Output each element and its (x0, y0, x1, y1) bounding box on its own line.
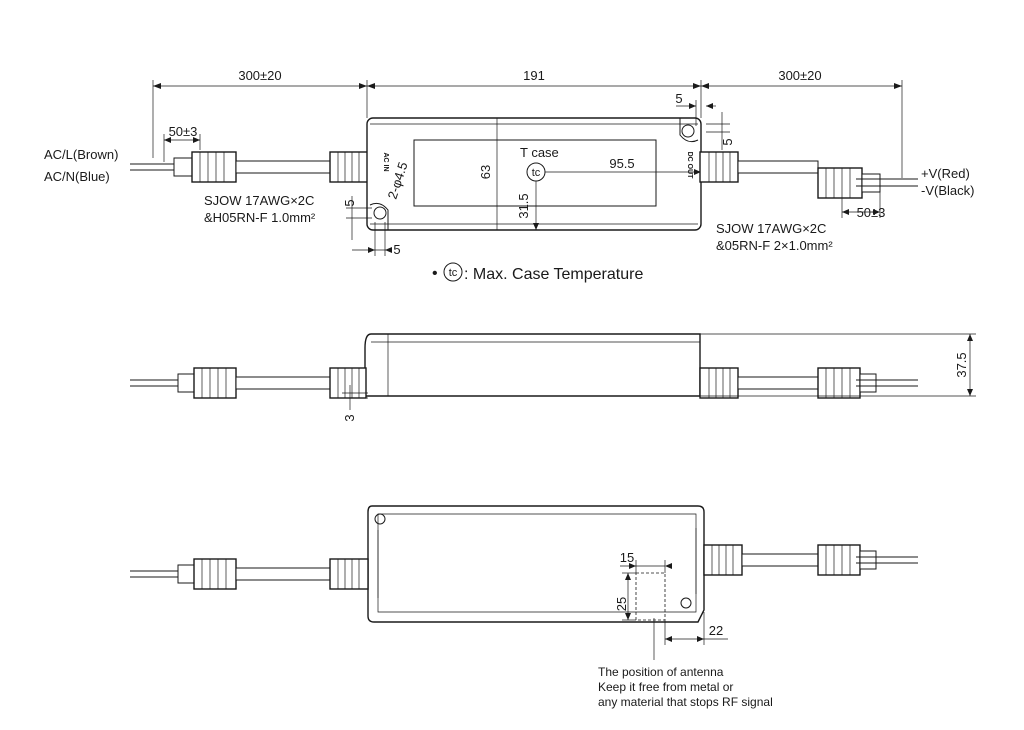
output-wire-1-label: +V(Red) (921, 166, 970, 181)
label-area (413, 139, 657, 207)
dim-hole-top-right-h: 5 (675, 91, 682, 106)
mounting-hole-left (373, 206, 387, 220)
mounting-hole-bottom-left (374, 513, 386, 525)
output-strain-relief (699, 151, 739, 183)
dim-antenna-height: 25 (614, 597, 629, 611)
output-cable (737, 160, 819, 174)
dim-hole-bottom-left-v: 5 (342, 199, 357, 206)
dim-flange: 3 (342, 414, 357, 421)
dim-antenna-offset: 22 (709, 623, 723, 638)
dc-out-mark: DC OUT (686, 152, 693, 180)
dim-left-cable: 300±20 (238, 68, 281, 83)
input-cable (235, 160, 333, 174)
antenna-zone (635, 572, 666, 621)
tcase-label: T case (520, 145, 559, 160)
input-strain-relief (329, 151, 369, 183)
output-cable-spec-2: &05RN-F 2×1.0mm² (716, 238, 833, 253)
input-cable-spec-1: SJOW 17AWG×2C (204, 193, 314, 208)
dim-input-strip: 50±3 (169, 124, 198, 139)
dim-hole-bottom-left-h: 5 (393, 242, 400, 257)
psu-body-bottom (367, 505, 705, 623)
dim-tcase-x: 95.5 (609, 156, 634, 171)
dim-body-length: 191 (523, 68, 545, 83)
legend-tc-text: tc (449, 267, 458, 279)
tc-symbol-text: tc (532, 167, 541, 179)
bottom-view: 15 25 22 The position of antenna Keep it… (130, 505, 918, 709)
legend-tc-circle (443, 262, 463, 282)
output-connector (817, 167, 863, 199)
input-connector (191, 151, 237, 183)
dim-tcase-y: 31.5 (516, 193, 531, 218)
dim-output-strip: 50±3 (857, 205, 886, 220)
antenna-note-1: The position of antenna (598, 665, 724, 679)
input-wire-2-label: AC/N(Blue) (44, 169, 110, 184)
side-view: 37.5 3 (130, 333, 976, 422)
dim-hole-top-right-v: 5 (720, 138, 735, 145)
dim-height: 37.5 (954, 352, 969, 377)
output-cable-spec-1: SJOW 17AWG×2C (716, 221, 826, 236)
antenna-note-2: Keep it free from metal or (598, 680, 733, 694)
input-cable-spec-2: &H05RN-F 1.0mm² (204, 210, 316, 225)
dim-right-cable: 300±20 (778, 68, 821, 83)
mounting-hole-bottom-right (680, 597, 692, 609)
mounting-hole-right (681, 124, 695, 138)
legend-text: : Max. Case Temperature (464, 266, 643, 283)
dim-body-width: 63 (478, 165, 493, 179)
dim-antenna-width: 15 (620, 550, 634, 565)
psu-body-side (364, 333, 701, 397)
top-view: 300±20 191 300±20 50±3 AC/L(Brown) AC/N(… (44, 68, 974, 283)
antenna-note-3: any material that stops RF signal (598, 695, 773, 709)
legend-bullet: • (432, 265, 438, 282)
output-wire-2-label: -V(Black) (921, 183, 974, 198)
ac-in-mark: AC IN (382, 152, 389, 171)
input-wire-1-label: AC/L(Brown) (44, 147, 118, 162)
